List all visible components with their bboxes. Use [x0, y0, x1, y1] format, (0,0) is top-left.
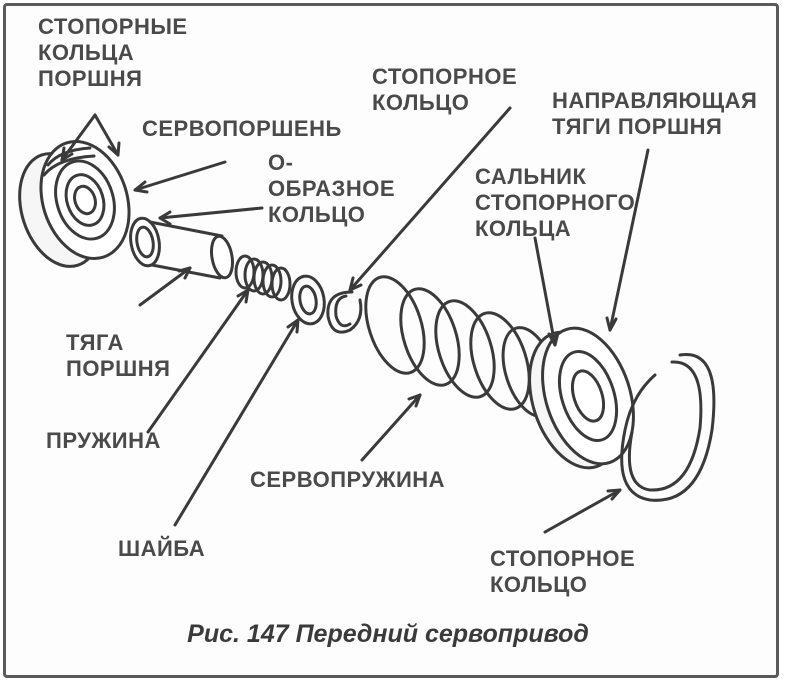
label-piston-rod-guide: НАПРАВЛЯЮЩАЯ ТЯГИ ПОРШНЯ	[552, 88, 758, 139]
servo-spring	[364, 275, 559, 418]
label-servo-piston: СЕРВОПОРШЕНЬ	[142, 116, 342, 141]
label-servo-spring: СЕРВОПРУЖИНА	[250, 467, 446, 492]
label-piston-snap-rings: СТОПОРНЫЕ КОЛЬЦА ПОРШНЯ	[38, 14, 188, 91]
piston-rod-guide	[528, 326, 635, 470]
small-snap-ring	[326, 290, 363, 334]
label-o-ring: О- ОБРАЗНОЕ КОЛЬЦО	[268, 150, 396, 227]
label-piston-rod: ТЯГА ПОРШНЯ	[66, 330, 171, 381]
label-snap-ring-top: СТОПОРНОЕ КОЛЬЦО	[372, 64, 518, 115]
label-snap-ring-bottom: СТОПОРНОЕ КОЛЬЦО	[490, 546, 636, 597]
figure-frame	[3, 3, 779, 678]
piston-rod	[129, 216, 235, 280]
leader-lines	[60, 106, 650, 534]
label-washer: ШАЙБА	[118, 536, 206, 561]
figure-caption: Рис. 147 Передний сервопривод	[187, 620, 589, 648]
label-snap-ring-seal: САЛЬНИК СТОПОРНОГО КОЛЬЦА	[475, 164, 636, 241]
washer	[290, 274, 326, 326]
label-spring: ПРУЖИНА	[46, 428, 161, 453]
small-spring	[234, 254, 292, 302]
servo-piston	[18, 139, 131, 268]
large-snap-ring	[620, 352, 716, 502]
